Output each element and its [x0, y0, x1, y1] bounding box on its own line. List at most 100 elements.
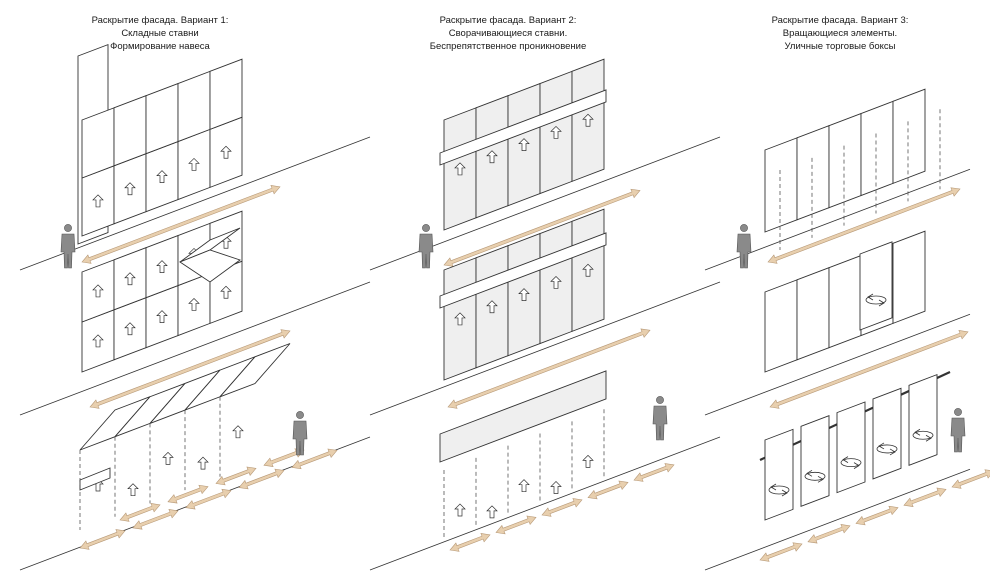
up-arrow-icon: [486, 300, 498, 314]
person-silhouette: [292, 411, 308, 456]
facade-panel: [113, 95, 147, 167]
rotated-kiosk-panel: [800, 415, 830, 507]
column-1-title-line-2: Складные ставни: [121, 28, 198, 39]
rotation-arrowhead-left: [770, 483, 777, 491]
direction-arrow: [767, 187, 961, 264]
person-head: [296, 411, 304, 419]
variant-1-scene-3: [19, 343, 371, 571]
direction-arrow: [132, 509, 179, 530]
person-body: [292, 420, 308, 456]
rotation-ring: [865, 295, 887, 305]
variant-2-scene-1: [369, 58, 721, 271]
direction-arrow: [587, 480, 629, 500]
rotated-kiosk-panel: [836, 401, 866, 494]
rotated-kiosk-panel: [764, 428, 794, 521]
axonometric-drawings: [19, 43, 990, 571]
direction-arrow: [769, 330, 969, 409]
person-body: [652, 405, 668, 441]
rotation-icon: [912, 428, 934, 442]
facade-panel: [892, 88, 926, 185]
facade-panel: [892, 230, 926, 325]
rotated-element: [859, 241, 893, 331]
direction-arrow: [807, 524, 851, 544]
direction-arrow: [119, 503, 161, 522]
ground-line: [19, 281, 371, 416]
person-body: [418, 233, 434, 269]
variant-3-scene-3: [704, 371, 990, 571]
facade-panel: [81, 107, 115, 179]
ground-line: [369, 281, 721, 416]
rotation-icon: [876, 442, 898, 456]
facade-panel: [828, 254, 862, 349]
facade-panel: [177, 70, 211, 143]
up-arrow-icon: [156, 170, 168, 183]
facade-panel: [860, 100, 894, 197]
direction-arrow: [903, 487, 947, 507]
rotation-arrowhead-left: [878, 442, 885, 450]
person-head: [954, 408, 962, 416]
rotation-ring: [768, 485, 790, 495]
variant-3-scene-1: [704, 88, 971, 271]
rotation-ring: [876, 444, 898, 454]
ground-line: [704, 468, 971, 571]
column-3-title-line-2: Вращающиеся элементы.: [783, 28, 897, 39]
direction-arrow: [447, 328, 651, 409]
rotation-icon: [865, 293, 887, 307]
facade-panel: [828, 112, 862, 209]
ground-line: [19, 136, 371, 271]
rotated-kiosk-panel: [872, 387, 902, 480]
direction-arrow: [449, 533, 491, 552]
up-arrow-icon: [232, 425, 244, 439]
variant-2-scene-3: [369, 370, 721, 571]
direction-arrow: [79, 529, 126, 550]
person-body: [950, 417, 966, 453]
person-head: [64, 224, 72, 232]
rotation-arrowhead-left: [806, 469, 813, 477]
direction-arrow: [759, 542, 803, 562]
ground-line: [704, 313, 971, 416]
direction-arrow: [89, 329, 291, 409]
rotation-arrowhead-left: [914, 428, 921, 436]
person-silhouette: [418, 224, 434, 269]
direction-arrow: [951, 469, 990, 489]
rotation-arrowhead-left: [867, 293, 874, 301]
canopy-panel: [219, 343, 291, 398]
person-silhouette: [60, 224, 76, 269]
up-arrow-icon: [124, 322, 136, 336]
up-arrow-icon: [188, 157, 200, 171]
direction-arrow: [263, 448, 305, 467]
person-body: [736, 233, 752, 269]
variant-3-scene-2: [704, 230, 971, 416]
facade-panel: [796, 267, 830, 361]
person-body: [60, 233, 76, 269]
up-arrow-icon: [550, 125, 562, 139]
up-arrow-icon: [486, 150, 498, 164]
column-3-title-line-1: Раскрытие фасада. Вариант 3:: [772, 15, 909, 26]
direction-arrow: [215, 466, 257, 486]
direction-arrow: [495, 515, 537, 535]
up-arrow-icon: [454, 162, 466, 176]
direction-arrow: [443, 188, 641, 267]
up-arrow-icon: [188, 297, 200, 311]
rotation-arrowhead-right: [878, 299, 885, 307]
person-head: [656, 396, 664, 404]
direction-arrow: [541, 498, 583, 517]
rotation-arrowhead-right: [853, 462, 860, 469]
column-3-title-line-3: Уличные торговые боксы: [785, 41, 896, 52]
column-2-title-line-1: Раскрытие фасада. Вариант 2:: [440, 15, 577, 26]
roller-box: [439, 232, 607, 309]
up-arrow-icon: [582, 454, 594, 468]
variant-2-scene-2: [369, 208, 721, 416]
roller-box: [439, 89, 607, 166]
rotation-ring: [804, 471, 826, 481]
rotation-arrowhead-right: [925, 434, 932, 442]
up-arrow-icon: [220, 285, 232, 299]
up-arrow-icon: [162, 451, 174, 465]
up-arrow-icon: [582, 263, 594, 277]
up-arrow-icon: [454, 503, 466, 517]
ground-line: [704, 168, 971, 271]
column-1-title-line-3: Формирование навеса: [110, 41, 210, 52]
facade-panel: [145, 82, 179, 155]
direction-arrow: [185, 488, 232, 510]
variant-1-scene-2: [19, 210, 371, 416]
